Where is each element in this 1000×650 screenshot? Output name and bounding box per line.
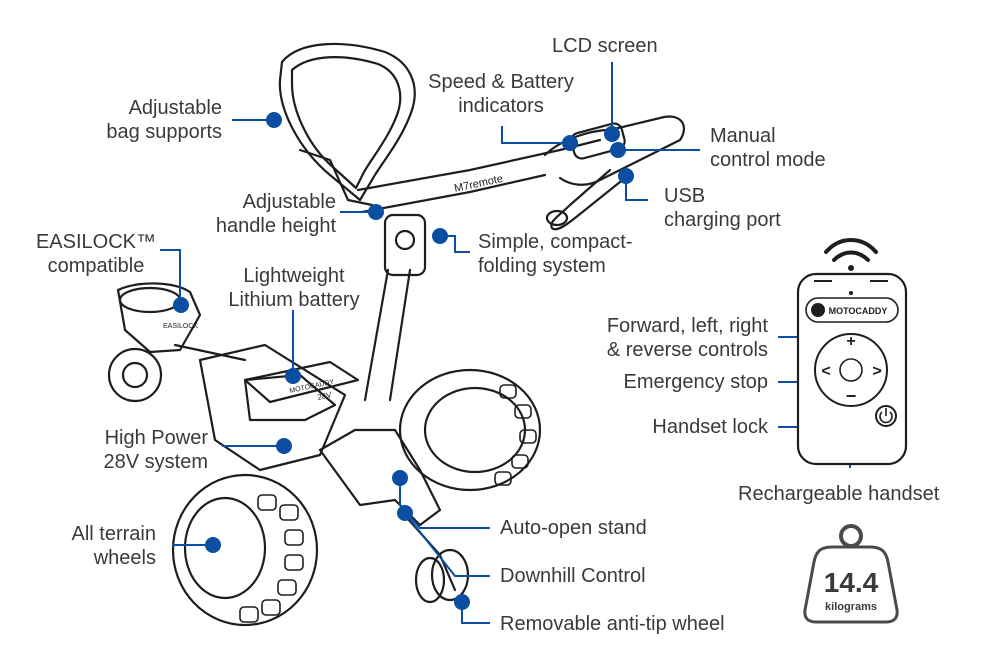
forward-button[interactable]: +	[846, 333, 855, 350]
label-handset-lock: Handset lock	[652, 416, 768, 438]
label-lcd-screen: LCD screen	[552, 35, 658, 57]
handset-brand: MOTOCADDY	[829, 306, 888, 316]
weight-value: 14.4	[824, 567, 879, 598]
weight-badge: 14.4 kilograms	[803, 524, 899, 624]
frame-brand-text: M7remote	[453, 173, 504, 195]
label-downhill: Downhill Control	[500, 565, 646, 587]
wifi-icon	[824, 238, 878, 271]
label-fwd-controls: Forward, left, right& reverse controls	[606, 315, 768, 361]
handset: MOTOCADDY + − < >	[796, 272, 908, 466]
easilock-mark-text: EASILOCK	[163, 323, 198, 330]
brand-plate	[805, 297, 899, 323]
reverse-button[interactable]: −	[846, 386, 857, 406]
left-button[interactable]: <	[821, 363, 830, 380]
weight-unit: kilograms	[825, 601, 877, 613]
emergency-stop-button[interactable]	[839, 358, 863, 382]
trolley-illustration	[107, 42, 685, 627]
label-anti-tip: Removable anti-tip wheel	[500, 613, 725, 635]
label-folding: Simple, compact-folding system	[478, 231, 633, 277]
label-emergency-stop: Emergency stop	[623, 371, 768, 393]
battery-spec-text: 28V	[317, 390, 333, 402]
right-button[interactable]: >	[872, 363, 881, 380]
motocaddy-logo	[811, 303, 825, 317]
label-rechargeable: Rechargeable handset	[738, 483, 940, 505]
label-auto-open: Auto-open stand	[500, 517, 647, 539]
dpad[interactable]	[814, 333, 888, 407]
